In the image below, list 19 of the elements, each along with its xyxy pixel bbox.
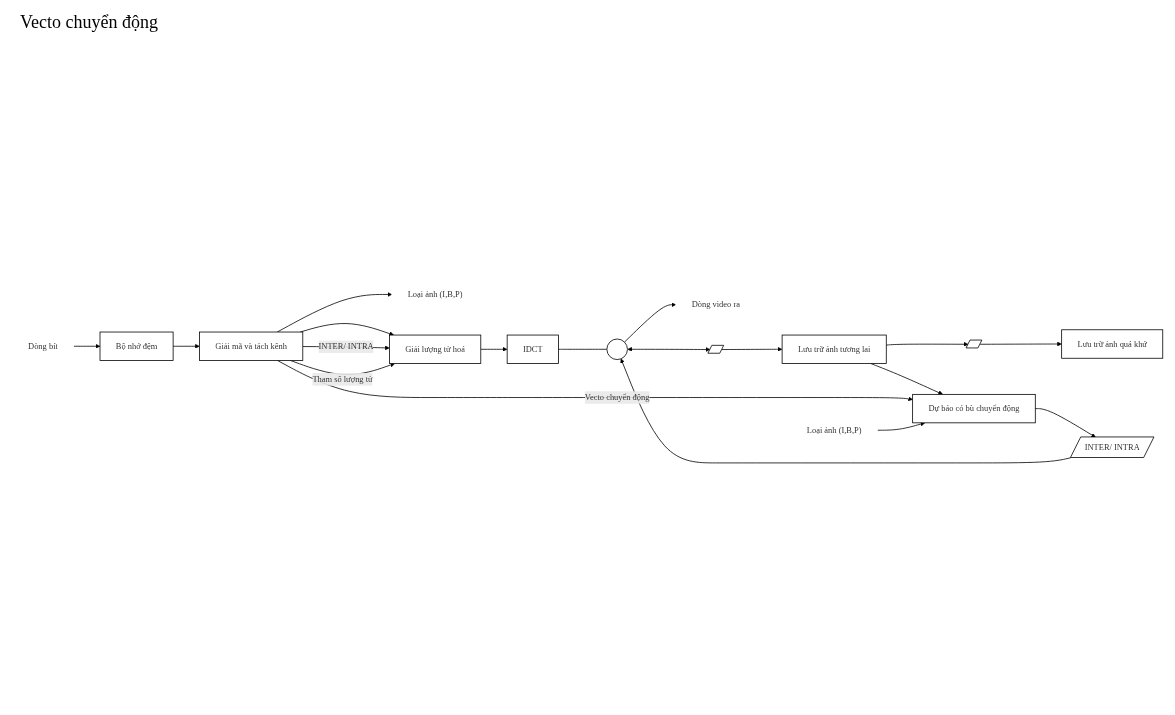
edge-label: Vecto chuyển động: [584, 393, 650, 403]
node-text: Loại ảnh (I,B,P): [407, 290, 463, 300]
node-box: Giải mã và tách kênh: [199, 332, 304, 362]
edge-label: Tham số lượng tử: [312, 375, 373, 385]
node-box: Lưu trữ ảnh tương lai: [781, 335, 887, 365]
node-text: Dòng bít: [28, 341, 58, 351]
node-switch: [707, 345, 725, 355]
node-box: Bộ nhớ đệm: [99, 332, 174, 362]
node-text: Loại ảnh (I,B,P): [806, 425, 862, 435]
note-text: Vecto chuyển động: [20, 12, 158, 32]
node-switch: [965, 340, 983, 349]
connector: [558, 349, 608, 351]
node-circle: [606, 339, 628, 361]
edge-label: INTER/ INTRA: [318, 342, 374, 352]
node-box: Dự báo có bù chuyển động: [912, 394, 1036, 424]
node-box: Lưu trữ ảnh quá khứ: [1061, 329, 1164, 360]
node-text: Dòng video ra: [691, 300, 740, 310]
node-box: Giải lượng tử hoá: [389, 335, 482, 365]
node-box: IDCT: [506, 335, 559, 365]
